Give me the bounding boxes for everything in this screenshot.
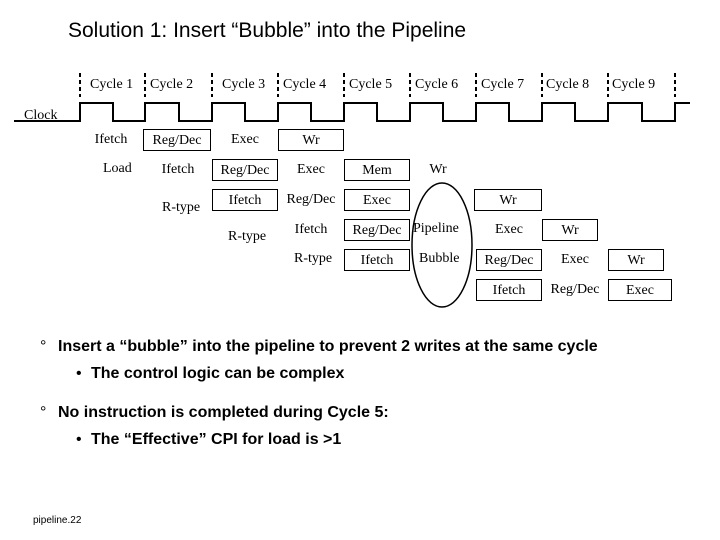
bubble-label-pipeline: Pipeline — [413, 221, 459, 236]
row2-ifetch: Ifetch — [144, 159, 212, 181]
clock-waveform — [14, 102, 690, 122]
bullet-2-text: The control logic can be complex — [91, 365, 345, 382]
cycle-separators — [79, 73, 676, 97]
row6-regdec: Reg/Dec — [542, 279, 608, 301]
row1-exec: Exec — [212, 129, 278, 151]
bullet-2: • The control logic can be complex — [76, 365, 344, 383]
row6-ifetch: Ifetch — [476, 279, 542, 301]
row2-wr: Wr — [410, 159, 466, 181]
row2-exec: Exec — [278, 159, 344, 181]
bullet-3: ° No instruction is completed during Cycl… — [40, 404, 389, 422]
row1-regdec: Reg/Dec — [143, 129, 211, 151]
bullet-1-text: Insert a “bubble” into the pipeline to p… — [58, 338, 598, 355]
cycle-label-2: Cycle 2 — [150, 77, 194, 92]
row3-regdec: Reg/Dec — [278, 189, 344, 211]
bullet-1: ° Insert a “bubble” into the pipeline to … — [40, 338, 598, 356]
bullet-4-text: The “Effective” CPI for load is >1 — [91, 431, 342, 448]
row2-regdec: Reg/Dec — [212, 159, 278, 181]
cycle-label-7: Cycle 7 — [481, 77, 525, 92]
row3-label: R-type — [162, 200, 201, 215]
row5-ifetch: Ifetch — [344, 249, 410, 271]
bubble-ellipse — [411, 182, 473, 308]
bullet-1-marker: ° — [40, 338, 47, 355]
cycle-label-4: Cycle 4 — [283, 77, 327, 92]
row4-label: R-type — [228, 229, 267, 244]
row2-label: Load — [103, 161, 132, 176]
row5-label: R-type — [294, 251, 333, 266]
cycle-label-3: Cycle 3 — [222, 77, 266, 92]
clock-label: Clock — [24, 108, 58, 123]
bullet-3-text: No instruction is completed during Cycle… — [58, 404, 389, 421]
row2-mem: Mem — [344, 159, 410, 181]
bubble-label-bubble: Bubble — [419, 251, 460, 266]
row3-wr: Wr — [474, 189, 542, 211]
slide-footer: pipeline.22 — [33, 515, 82, 526]
row4-exec: Exec — [476, 219, 542, 241]
bullet-4: • The “Effective” CPI for load is >1 — [76, 431, 341, 449]
bullet-3-marker: ° — [40, 404, 47, 421]
row4-ifetch: Ifetch — [278, 219, 344, 241]
row5-regdec: Reg/Dec — [476, 249, 542, 271]
row1-wr: Wr — [278, 129, 344, 151]
bullet-4-marker: • — [76, 431, 82, 448]
row4-regdec: Reg/Dec — [344, 219, 410, 241]
cycle-label-5: Cycle 5 — [349, 77, 393, 92]
row1-ifetch: Ifetch — [82, 129, 140, 151]
pipeline-diagram — [14, 73, 690, 308]
row5-exec: Exec — [542, 249, 608, 271]
row4-wr: Wr — [542, 219, 598, 241]
cycle-label-8: Cycle 8 — [546, 77, 590, 92]
bullet-2-marker: • — [76, 365, 82, 382]
cycle-label-1: Cycle 1 — [90, 77, 134, 92]
row3-exec: Exec — [344, 189, 410, 211]
slide-title: Solution 1: Insert “Bubble” into the Pip… — [68, 19, 467, 42]
row3-ifetch: Ifetch — [212, 189, 278, 211]
cycle-label-6: Cycle 6 — [415, 77, 459, 92]
row6-exec: Exec — [608, 279, 672, 301]
cycle-label-9: Cycle 9 — [612, 77, 656, 92]
row5-wr: Wr — [608, 249, 664, 271]
